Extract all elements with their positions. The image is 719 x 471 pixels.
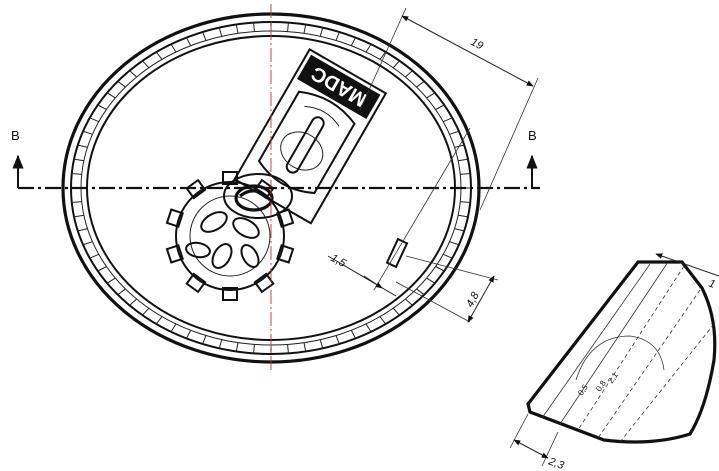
knurl-tick — [218, 339, 223, 349]
dim-length-text: 19 — [469, 36, 485, 52]
knurl-tick — [155, 51, 163, 60]
knurl-tick — [106, 277, 116, 284]
knurl-tick — [73, 214, 84, 218]
knurl-tick — [303, 342, 307, 352]
section-label-left: B — [11, 128, 20, 143]
gear-tooth — [253, 272, 275, 294]
knurl-tick — [73, 158, 84, 162]
knurl-tick — [77, 228, 88, 232]
detail-small-dim-1: 0,5 — [576, 382, 590, 397]
knurl-tick — [235, 24, 239, 34]
emblem-logo: MADC — [165, 47, 388, 301]
knurl-tick — [335, 31, 340, 41]
knurl-tick — [405, 298, 413, 306]
knurl-tick — [350, 330, 356, 339]
knurl-tick — [435, 104, 445, 110]
detail-outline — [526, 260, 717, 444]
knurl-tick — [253, 22, 255, 32]
knurl-tick — [170, 323, 177, 333]
knurl-tick — [287, 344, 289, 354]
knurl-tick — [129, 70, 137, 78]
knurl-tick — [129, 298, 137, 306]
gear-tooth — [222, 287, 238, 301]
knurl-tick — [350, 37, 356, 46]
knurl-tick — [202, 31, 207, 41]
knurl-tick — [449, 130, 460, 135]
knurl-tick — [379, 51, 387, 60]
knurl-tick — [460, 201, 471, 203]
knurl-tick — [392, 307, 400, 316]
knurl-tick — [435, 266, 445, 272]
knurl-tick — [426, 92, 436, 99]
gear — [165, 171, 295, 301]
section-label-right: B — [528, 128, 537, 143]
knurl-tick — [186, 37, 192, 46]
knurl-tick — [71, 201, 82, 203]
knurl-tick — [117, 288, 126, 296]
dimension-4-8: 4,8 — [395, 255, 499, 323]
gear-tooth — [165, 244, 184, 264]
knurl-tick — [71, 173, 82, 175]
gear-tooth — [276, 244, 295, 264]
gear-tooth — [185, 272, 207, 294]
dim-detail-width-text: 2,3 — [546, 455, 566, 471]
dimension-19: 19 — [359, 7, 539, 291]
knurl-tick — [392, 60, 400, 69]
knurl-tick — [426, 277, 436, 284]
knurl-tick — [82, 241, 93, 246]
dimension-1-5: 1,5 — [327, 252, 397, 297]
knurl-tick — [89, 253, 99, 259]
central-knot — [223, 173, 293, 219]
knurl-tick — [443, 117, 453, 123]
knurl-tick — [77, 144, 88, 148]
knurl-tick — [303, 24, 307, 34]
main-view: MADC — [18, 4, 540, 372]
knurl-tick — [335, 335, 340, 345]
knurl-tick — [155, 316, 163, 325]
knurl-tick — [365, 43, 372, 53]
section-marker-left: B — [11, 128, 24, 188]
knurl-tick — [117, 80, 126, 88]
knurl-tick — [449, 241, 460, 246]
section-marker-right: B — [526, 128, 538, 188]
knurl-tick — [253, 344, 255, 354]
gear-tooth — [165, 208, 184, 228]
knurl-tick — [454, 228, 465, 232]
knurl-tick — [170, 43, 177, 53]
knurl-tick — [405, 70, 413, 78]
knurl-tick — [142, 60, 150, 69]
knurl-tick — [460, 173, 471, 175]
detail-small-dim-3: 2,1 — [606, 370, 620, 385]
knurl-tick — [142, 307, 150, 316]
knurl-tick — [416, 80, 425, 88]
dim-slot-height-text: 4,8 — [464, 289, 482, 309]
knurl-tick — [379, 316, 387, 325]
dim-detail-top-text: 1 — [707, 278, 717, 291]
knurl-tick — [82, 130, 93, 135]
knurl-tick — [416, 288, 425, 296]
knurl-tick — [89, 117, 99, 123]
knurl-tick — [186, 330, 192, 339]
knurl-tick — [287, 22, 289, 32]
knurl-tick — [97, 266, 107, 272]
knurl-tick — [458, 158, 469, 162]
knurl-tick — [443, 253, 453, 259]
knurl-tick — [235, 342, 239, 352]
knurl-tick — [365, 323, 372, 333]
knurl-tick — [458, 214, 469, 218]
dim-slot-width-text: 1,5 — [329, 252, 349, 270]
gear-tooth — [185, 178, 207, 200]
knurl-tick — [202, 335, 207, 345]
knurl-tick — [319, 27, 324, 37]
knurl-tick — [97, 104, 107, 110]
knurl-tick — [319, 339, 324, 349]
knurl-tick — [218, 27, 223, 37]
knurl-tick — [106, 92, 116, 99]
section-detail-view: 0,5 0,8 2,1 2,3 1 — [509, 253, 719, 471]
